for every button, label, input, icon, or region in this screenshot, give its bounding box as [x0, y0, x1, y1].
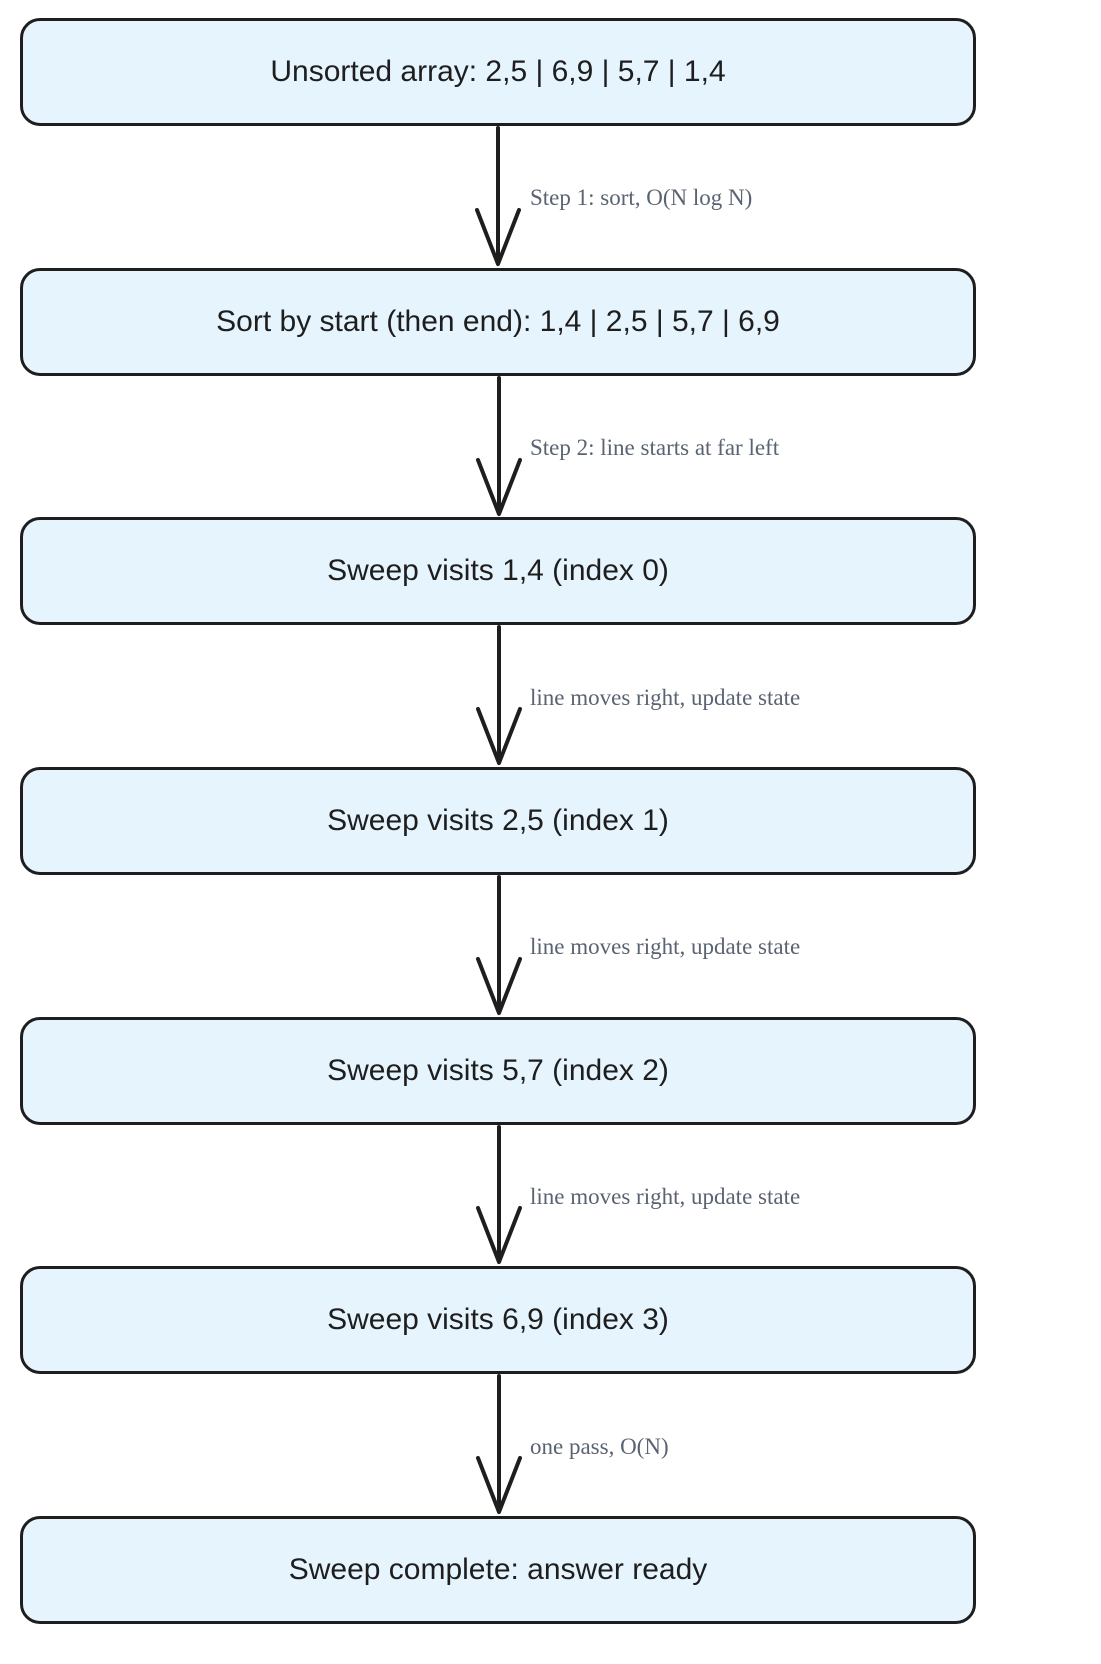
- node-label: Sort by start (then end): 1,4 | 2,5 | 5,…: [216, 305, 780, 338]
- edge-arrow-3: [476, 875, 522, 1015]
- edge-label-line-moves-2: line moves right, update state: [530, 934, 801, 959]
- node-label: Sweep complete: answer ready: [288, 1553, 708, 1586]
- edge-label-step-2: Step 2: line starts at far left: [530, 435, 780, 460]
- edge-label-one-pass: one pass, O(N): [530, 1434, 669, 1459]
- edge-arrow-2: [476, 625, 522, 765]
- edge-arrow-1: [476, 376, 522, 516]
- node-sweep-index-1: Sweep visits 2,5 (index 1): [20, 767, 976, 875]
- edge-arrow-5: [476, 1374, 522, 1514]
- node-label: Sweep visits 5,7 (index 2): [327, 1054, 669, 1087]
- node-sweep-complete: Sweep complete: answer ready: [20, 1516, 976, 1624]
- node-sort-by-start: Sort by start (then end): 1,4 | 2,5 | 5,…: [20, 268, 976, 376]
- node-label: Sweep visits 6,9 (index 3): [327, 1303, 669, 1336]
- node-unsorted-array: Unsorted array: 2,5 | 6,9 | 5,7 | 1,4: [20, 18, 976, 126]
- edge-arrow-0: [475, 126, 521, 266]
- node-label: Unsorted array: 2,5 | 6,9 | 5,7 | 1,4: [270, 55, 726, 88]
- edge-label-step-1: Step 1: sort, O(N log N): [530, 185, 753, 210]
- node-sweep-index-3: Sweep visits 6,9 (index 3): [20, 1266, 976, 1374]
- node-label: Sweep visits 1,4 (index 0): [327, 554, 669, 587]
- edge-arrow-4: [476, 1125, 522, 1264]
- edge-label-line-moves-3: line moves right, update state: [530, 1184, 801, 1209]
- node-sweep-index-0: Sweep visits 1,4 (index 0): [20, 517, 976, 625]
- node-label: Sweep visits 2,5 (index 1): [327, 804, 669, 837]
- edge-label-line-moves-1: line moves right, update state: [530, 685, 801, 710]
- node-sweep-index-2: Sweep visits 5,7 (index 2): [20, 1017, 976, 1125]
